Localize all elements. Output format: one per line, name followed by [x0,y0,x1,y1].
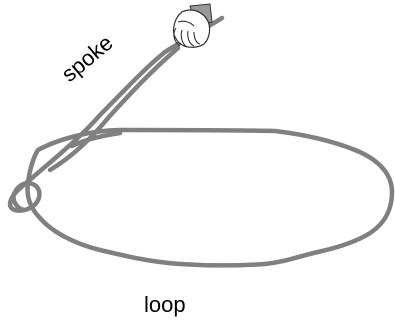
loop-label: loop [144,294,186,316]
loop-outline [28,130,393,266]
hand-grip-icon [173,4,212,47]
